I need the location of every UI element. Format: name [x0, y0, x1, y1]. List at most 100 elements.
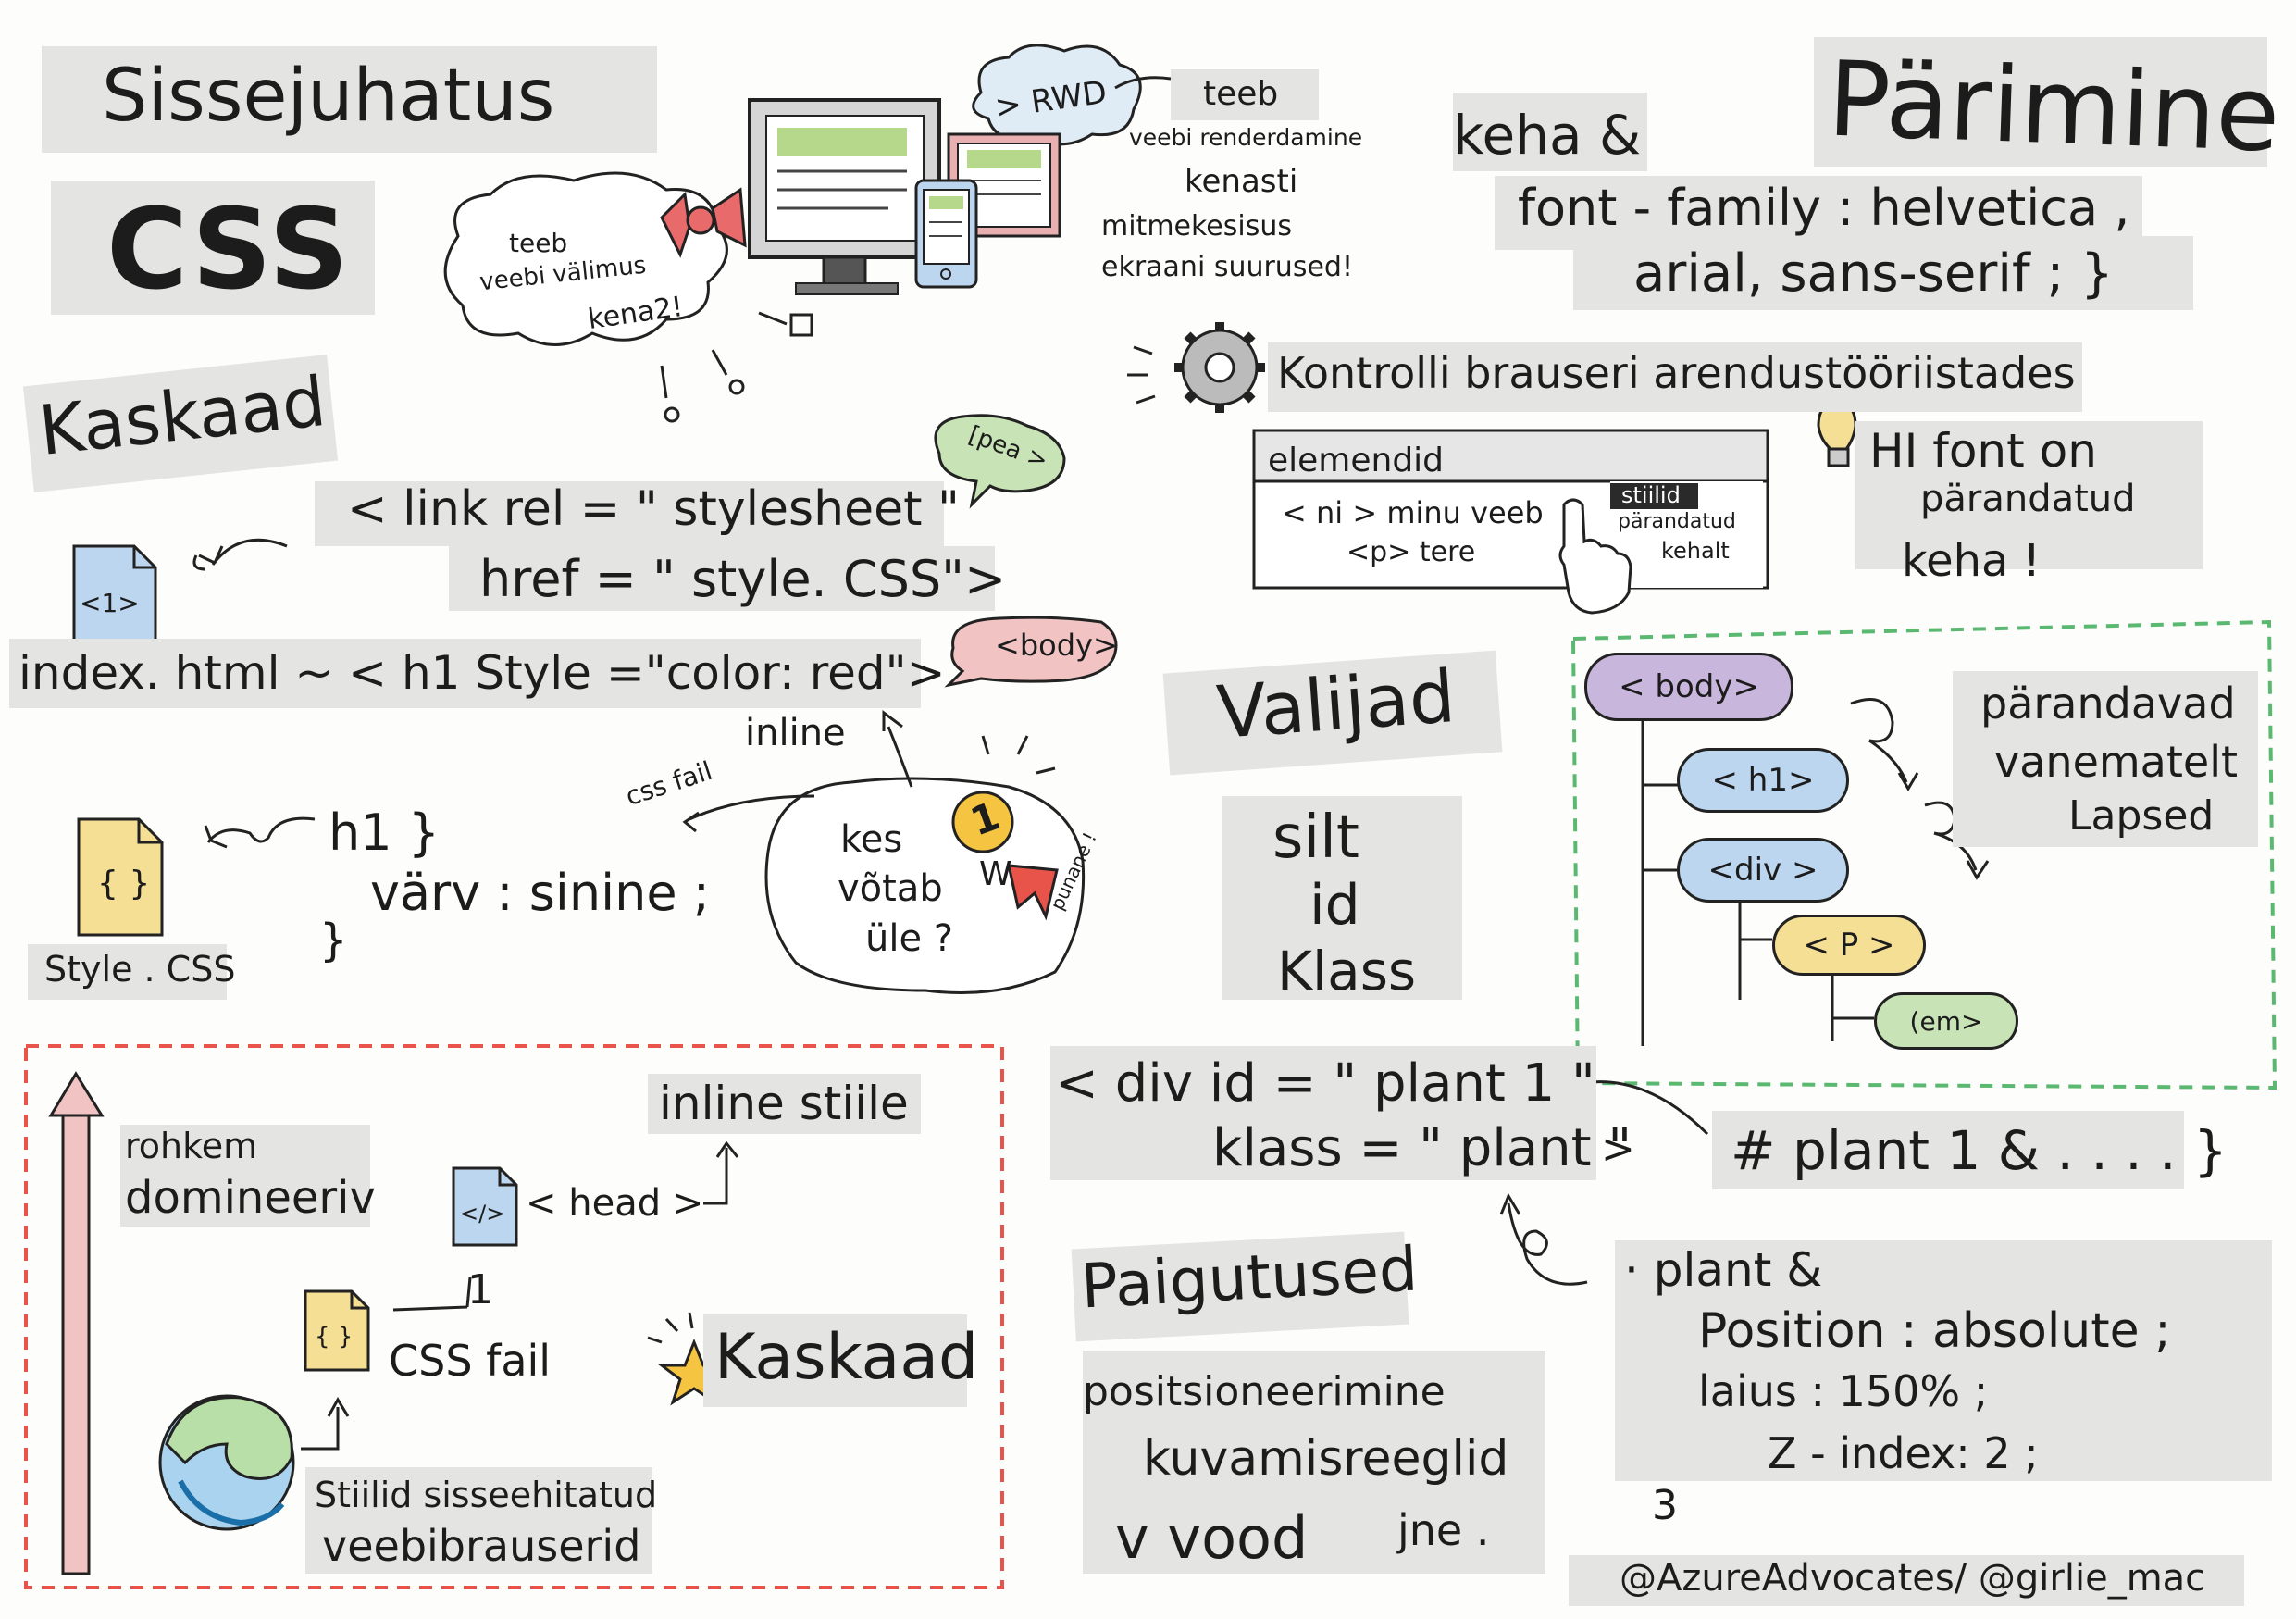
html-file-icon	[72, 544, 157, 650]
winner-text-2: võtab	[838, 867, 943, 910]
plant-rule-4: Z - index: 2 ;	[1768, 1428, 2039, 1478]
plant-rule-2: Position : absolute ;	[1698, 1303, 2171, 1359]
inheritance-note-3: keha !	[1902, 535, 2041, 587]
tree-node-em: (em>	[1874, 992, 2018, 1050]
tape-layouts	[1083, 1351, 1545, 1574]
devtools-line-2: <p> tere	[1347, 536, 1476, 568]
tape-browser	[305, 1467, 652, 1574]
tape-credit	[1569, 1555, 2244, 1606]
priority-arrow	[48, 1071, 105, 1575]
div-tag-line-1: < div id = " plant 1 "	[1055, 1053, 1595, 1114]
tape-selectors	[1222, 796, 1462, 1000]
css-rule-line-1: h1 }	[329, 803, 441, 862]
medal-icon	[951, 791, 1059, 921]
inheritance-title: Pärimine	[1825, 39, 2282, 176]
page-subtitle: CSS	[106, 186, 351, 315]
tree-dashed-box	[1570, 619, 2277, 1090]
layout-item-positioning: positsioneerimine	[1083, 1368, 1446, 1415]
monitor-icon	[748, 98, 941, 295]
devtools-from: kehalt	[1661, 538, 1730, 564]
tape-rwd	[1171, 69, 1319, 120]
id-rule: # plant 1 & . . . . }	[1731, 1119, 2228, 1182]
devtools-inherited: pärandatud	[1618, 510, 1736, 533]
css-rule-line-3: }	[319, 915, 348, 966]
tree-node-body: < body>	[1584, 653, 1793, 721]
layout-item-etc: jne .	[1397, 1505, 1490, 1555]
priority-inline-styles: inline stiile	[659, 1077, 909, 1130]
priority-browser-1: Stiilid sisseehitatud	[315, 1475, 658, 1515]
tape-div	[1050, 1046, 1596, 1180]
selector-id: id	[1309, 873, 1360, 938]
priority-css-fail: CSS fail	[389, 1336, 552, 1386]
devtools-line-1: < ni > minu veeb	[1282, 495, 1544, 530]
priority-one: 1	[467, 1266, 493, 1314]
div-tag-close: >	[1601, 1126, 1635, 1173]
inheritance-note-2: pärandatud	[1920, 478, 2136, 520]
tree-node-div: <div >	[1677, 838, 1849, 903]
tree-note-3: Lapsed	[2068, 792, 2215, 840]
body-speech-bubble	[944, 616, 1118, 688]
selector-tag: silt	[1272, 803, 1359, 872]
looks-cloud	[443, 171, 728, 346]
html-file-label: <1>	[80, 588, 140, 618]
devtools-window	[1252, 429, 1769, 590]
tape-code1	[1453, 93, 1647, 171]
tape-priority	[120, 1125, 370, 1227]
rwd-text-2: veebi renderdamine	[1129, 124, 1363, 151]
medal-w: W	[979, 855, 1012, 893]
inheritance-note-1: HI font on	[1869, 424, 2097, 478]
priority-kaskaad: Kaskaad	[714, 1321, 979, 1394]
inheritance-code-3: arial, sans-serif ; }	[1633, 243, 2114, 304]
style-css-label: Style . CSS	[44, 949, 236, 990]
tape-rule	[1615, 1240, 2272, 1481]
selector-class: Klass	[1277, 940, 1417, 1003]
devtools-instruction: Kontrolli brauseri arendustööriistades	[1277, 348, 2076, 398]
cloud-text-1: teeb	[509, 228, 568, 258]
winner-text-3: üle ?	[865, 917, 954, 960]
layout-item-flow: v vood	[1115, 1504, 1309, 1572]
selectors-title: Valijad	[1214, 655, 1458, 755]
index-html-line: index. html ~ < h1 Style ="color: red">	[19, 646, 946, 700]
winner-text-1: kes	[840, 818, 903, 861]
rwd-text-4: mitmekesisus	[1101, 210, 1293, 243]
priority-dashed-box	[24, 1044, 1004, 1589]
body-bubble-text: <body>	[995, 628, 1118, 663]
priority-head-label: < head >	[526, 1182, 704, 1225]
tape-kaskaad2	[703, 1314, 967, 1407]
hand-cursor-icon	[1558, 498, 1632, 615]
tape-tree-note	[1953, 671, 2258, 847]
head-file-icon	[452, 1166, 518, 1247]
devtools-tab-styles[interactable]: stiilid	[1621, 482, 1681, 508]
tape-id-rule	[1712, 1111, 2184, 1189]
tape-link1	[315, 481, 944, 546]
link-tag-line-2: href = " style. CSS">	[479, 550, 1007, 608]
link-tag-line-1: < link rel = " stylesheet "	[347, 481, 960, 537]
inheritance-code-1: keha &	[1453, 104, 1642, 167]
layout-item-display: kuvamisreeglid	[1143, 1431, 1509, 1487]
css-file-icon	[77, 817, 164, 937]
rwd-text-3: kenasti	[1185, 163, 1298, 200]
credit[interactable]: @AzureAdvocates/ @girlie_mac	[1620, 1557, 2206, 1600]
tape-style-css	[28, 944, 227, 1000]
tape-devtools-label	[1268, 342, 2082, 412]
tape-css	[51, 181, 375, 315]
inline-label: inline	[745, 712, 846, 754]
devtools-tab-elements[interactable]: elemendid	[1268, 442, 1445, 479]
style-icon-text: { }	[97, 865, 151, 903]
div-tag-line-2: klass = " plant "	[1212, 1118, 1632, 1178]
phone-icon	[914, 179, 978, 289]
tape-note	[1855, 421, 2203, 569]
css-fail-icon-text: { }	[315, 1323, 354, 1351]
gear-icon	[1174, 322, 1265, 413]
tape-index	[9, 639, 921, 708]
priority-browser-2: veebibrauserid	[322, 1521, 641, 1571]
tape-link2	[449, 546, 995, 611]
head-icon-text: </>	[460, 1201, 505, 1227]
css-rule-line-2: värv : sinine ;	[370, 864, 710, 922]
tree-note-1: pärandavad	[1980, 679, 2236, 729]
plant-rule-3: laius : 150% ;	[1698, 1366, 1989, 1416]
inheritance-code-2: font - family : helvetica ,	[1518, 179, 2130, 237]
css-fail-file-icon	[304, 1289, 370, 1372]
priority-more: rohkem	[125, 1126, 258, 1166]
